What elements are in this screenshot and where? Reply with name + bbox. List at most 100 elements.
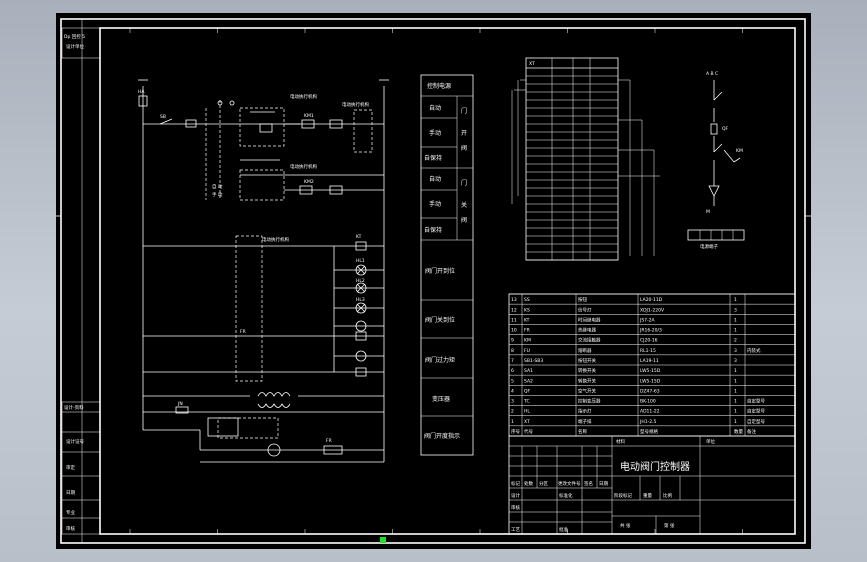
bom-cell-code: KM [524, 338, 531, 344]
bom-cell-spec: LW5-15D [640, 368, 661, 374]
function-column: 控制电源 自动 手动 自保持 自动 手动 自保持 阀门开到位 阀门关到位 阀门过… [420, 74, 474, 456]
tb-sheet-no: 第 张 [664, 522, 675, 529]
power-label: KM [736, 148, 743, 154]
bom-cell-name: 指示灯 [578, 408, 592, 415]
strip-cell: 专业 [66, 509, 75, 516]
tb-sign: 签名 [584, 480, 593, 487]
func-side: 阀 [461, 216, 467, 224]
bom-cell-no: 8 [511, 348, 514, 354]
func-manual-2: 手动 [429, 200, 441, 208]
terminal-header: XT [529, 61, 535, 67]
func-hold-1: 自保持 [424, 154, 442, 162]
tb-design: 设计 [511, 492, 520, 499]
actuator-box-label: 电动执行机构 [290, 163, 317, 170]
bom-header-no: 序号 [511, 428, 520, 435]
bom-cell-code: FU [524, 348, 530, 354]
func-open-limit: 阀门开到位 [425, 267, 455, 275]
bom-cell-name: 时间继电器 [578, 316, 601, 323]
bom-cell-spec: JH1-2.5 [639, 419, 656, 425]
relay-label: FR [240, 329, 246, 335]
bom-cell-spec: JS7-2A [639, 317, 656, 323]
tb-check: 审核 [511, 504, 520, 511]
bom-cell-note: 自定型号 [747, 418, 765, 425]
bom-cell-no: 11 [511, 317, 517, 323]
drawing-sheet [56, 13, 811, 549]
tb-doc: 更改文件号 [558, 480, 581, 487]
bom-cell-name: 交流接触器 [578, 337, 601, 344]
power-label: M [706, 209, 710, 215]
bom-cell-spec: DZ47-63 [640, 388, 660, 394]
bom-cell-qty: 1 [734, 409, 737, 415]
actuator-box-label: 电动执行机构 [262, 236, 289, 243]
actuator-box-label: 电动执行机构 [342, 101, 369, 108]
bom-cell-code: SA2 [524, 378, 533, 384]
func-side: 开 [461, 130, 467, 137]
lower-label: FR [326, 438, 332, 444]
bom-header-code: 代号 [524, 428, 533, 435]
lower-label: JN [177, 401, 183, 407]
bom-cell-spec: LW5-15D [640, 378, 661, 384]
strip-cell: 审定 [66, 464, 75, 471]
func-position: 阀门开度指示 [424, 432, 460, 440]
relay-label: HL2 [356, 278, 365, 284]
power-top-label: A B C [706, 71, 718, 77]
bom-cell-no: 13 [511, 297, 517, 303]
bom-cell-code: HL [524, 409, 530, 415]
func-auto-1: 自动 [429, 104, 441, 112]
power-label: QF [722, 126, 729, 132]
relay-label: KM2 [304, 179, 314, 185]
tb-scale: 比例 [663, 492, 672, 499]
ha-label: HA [138, 89, 145, 95]
bom-cell-qty: 1 [734, 368, 737, 374]
bom-cell-spec: CJ20-16 [640, 338, 658, 344]
bom-header-name: 名称 [578, 428, 587, 435]
bom-cell-spec: JR16-20/3 [639, 328, 662, 334]
outer-frame [60, 18, 806, 544]
func-hold-2: 自保持 [424, 226, 442, 234]
strip-top-label: Dp 回控 5 [64, 33, 85, 40]
bom-cell-no: 5 [511, 378, 514, 384]
tb-sheets: 共 张 [620, 522, 631, 529]
bom-cell-code: FR [524, 328, 530, 334]
tb-zone: 分区 [539, 480, 548, 487]
func-side: 关 [461, 201, 467, 209]
sb-label: SB [160, 114, 166, 120]
bom-header-qty: 数量 [734, 428, 743, 435]
bom-cell-spec: BK-100 [640, 399, 656, 405]
bom-cell-spec: RL1-15 [640, 348, 656, 354]
relay-label: KT [356, 234, 362, 240]
bom-cell-name: 信号灯 [578, 306, 592, 313]
bom-cell-no: 6 [511, 368, 514, 374]
bom-cell-no: 10 [511, 328, 517, 334]
bom-cell-qty: 3 [734, 348, 737, 354]
tb-stage: 阶段标记 [614, 492, 632, 499]
bom-cell-code: TC [523, 399, 530, 405]
strip-cell: 审核 [66, 525, 75, 532]
bom-cell-qty: 3 [734, 307, 737, 313]
tb-craft: 工艺 [511, 527, 520, 533]
strip-cell: 日期 [66, 490, 75, 496]
func-side: 阀 [461, 144, 467, 152]
relay-label: HL3 [356, 297, 365, 303]
bom-cell-code: KS [524, 307, 530, 313]
drawing-title: 电动阀门控制器 [620, 460, 690, 473]
bom-cell-code: SS [524, 297, 530, 303]
func-manual-1: 手动 [429, 129, 441, 137]
func-auto-2: 自动 [429, 175, 441, 183]
func-close-limit: 阀门关到位 [425, 316, 455, 324]
bom-cell-spec: XDJ1-220V [640, 307, 665, 313]
func-transformer: 变压器 [432, 395, 450, 403]
bom-cell-qty: 1 [734, 297, 737, 303]
bom-cell-name: 转换开关 [578, 367, 596, 374]
bom-cell-name: 熔断器 [578, 347, 592, 354]
bom-header-spec: 型号规格 [640, 428, 658, 435]
func-side: 门 [461, 107, 467, 115]
bom-cell-spec: LA19-11 [640, 358, 659, 364]
power-circuit: A B C QF KM M 电源端子 [687, 71, 745, 250]
relay-label: HL1 [356, 258, 365, 264]
bom-cell-qty: 1 [734, 419, 737, 425]
schematic: HA SB 自 动 手 动 电动执行机构 电动执行机构 KM1 电动执行机构 [138, 79, 389, 463]
bom-cell-no: 1 [511, 419, 514, 425]
bom-cell-qty: 1 [734, 399, 737, 405]
